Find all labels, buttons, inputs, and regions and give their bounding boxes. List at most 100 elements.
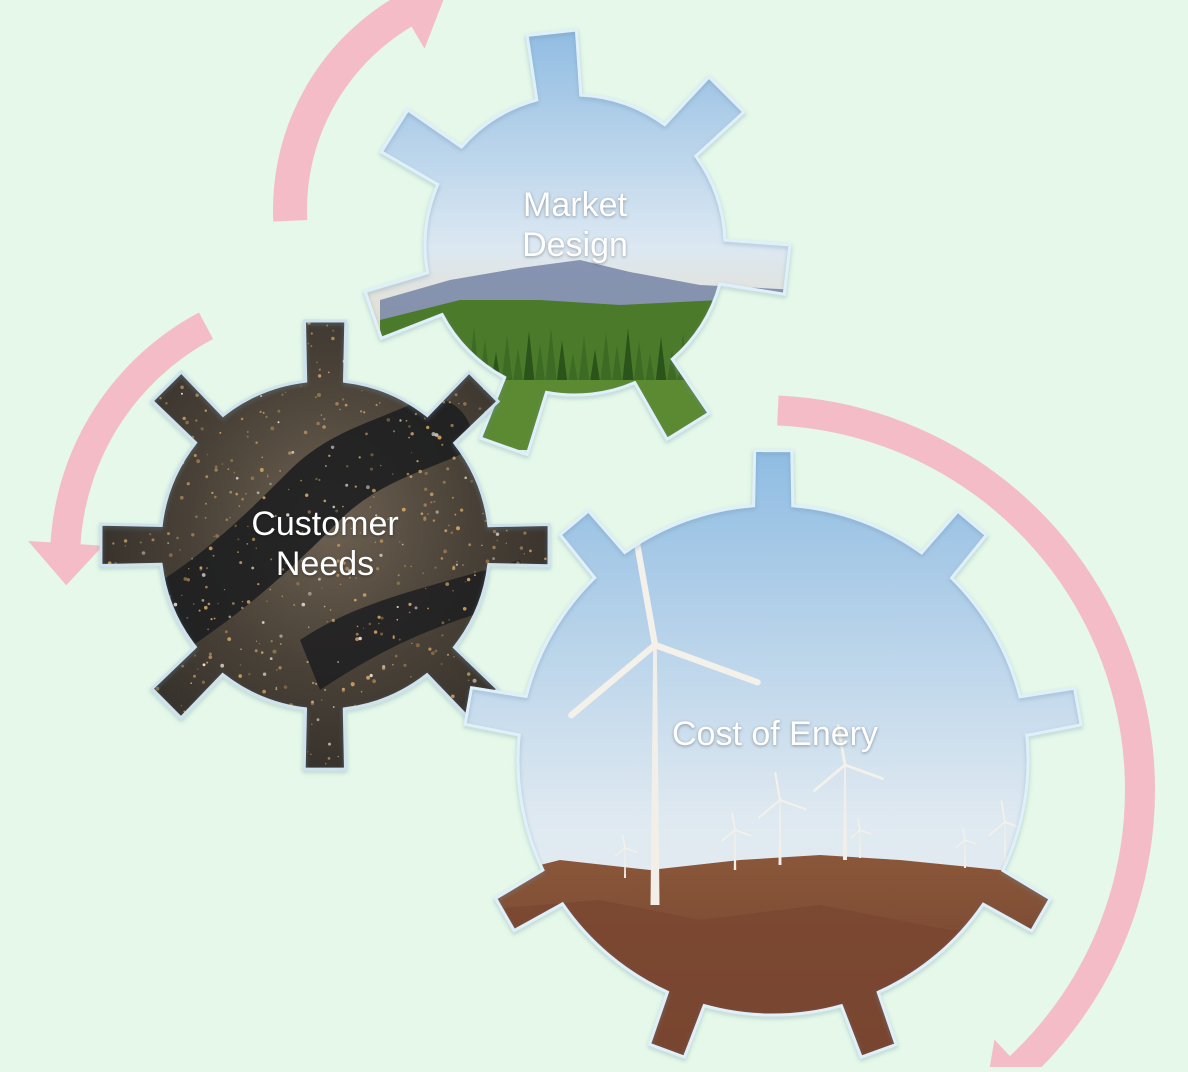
city-light [100,330,103,334]
city-light [410,565,413,568]
city-light [133,500,138,505]
city-light [435,510,439,514]
city-light [250,300,253,303]
city-light [153,392,156,395]
city-light [245,305,247,307]
city-light [488,666,492,670]
city-light [355,577,357,579]
city-light [245,493,247,495]
city-light [505,631,509,635]
city-light [173,602,178,607]
city-light [213,535,215,538]
city-light [154,768,156,770]
city-light [470,781,473,784]
label-line: Customer [251,505,399,543]
city-light [132,584,135,586]
city-light [131,407,134,410]
city-light [122,586,126,591]
city-light [350,682,355,687]
city-light [398,541,401,543]
city-light [492,557,495,560]
city-light [220,312,223,315]
city-light [241,331,243,333]
city-light [446,653,450,656]
city-light [505,542,507,544]
city-light [333,788,335,790]
city-light [147,497,150,500]
city-light [552,597,555,600]
city-light [172,739,176,742]
city-light [342,505,344,508]
city-light [428,647,432,651]
city-light [423,503,427,507]
city-light [528,581,531,585]
city-light [347,324,350,327]
city-light [112,612,116,616]
city-light [326,313,329,316]
city-light [227,352,231,356]
city-light [166,666,169,669]
city-light [495,760,498,763]
city-light [209,324,214,328]
city-light [296,319,297,320]
city-light [348,569,352,574]
city-light [137,332,140,335]
city-light [316,361,318,363]
city-light [323,605,326,608]
city-light [192,603,195,605]
city-light [440,663,443,665]
city-light [399,419,402,422]
city-light [138,481,142,485]
city-light [267,707,272,712]
city-light [214,358,219,362]
city-light [392,636,395,639]
city-light [403,564,407,568]
city-light [383,716,387,721]
city-light [432,519,436,522]
city-light [105,362,108,365]
wind-turbine [813,724,884,860]
city-light [134,593,138,598]
city-light [335,509,339,513]
city-light [120,674,123,677]
label-customer-needs: Customer Needs [230,504,420,584]
city-light [491,468,496,473]
city-light [323,524,325,526]
tree-shape [599,332,613,395]
city-light [114,570,117,573]
city-light [350,734,352,736]
city-light [506,502,509,506]
city-light [446,781,449,784]
city-light [124,544,127,547]
tree-shape [390,355,404,395]
city-light [262,672,267,676]
city-light [229,516,231,519]
city-light [281,568,285,571]
city-light [165,401,168,405]
city-light [441,443,444,446]
city-light [431,651,435,655]
city-light [354,311,356,313]
city-light [522,570,525,572]
city-light [345,566,349,571]
city-light [207,306,210,309]
city-light [160,445,164,448]
city-light [139,627,143,631]
cycle-arrows [28,0,1155,1072]
city-light [262,533,264,535]
city-light [194,654,197,657]
city-light [204,517,207,519]
city-light [287,752,292,756]
city-light [425,752,428,756]
city-light [163,379,165,381]
city-light [409,675,412,678]
city-light [328,454,331,457]
city-light [248,753,252,756]
city-light [247,525,249,528]
city-light [291,450,295,454]
city-light [121,652,123,655]
city-light [120,671,123,674]
city-light [463,402,467,406]
city-light [250,312,252,314]
city-light [443,549,447,554]
